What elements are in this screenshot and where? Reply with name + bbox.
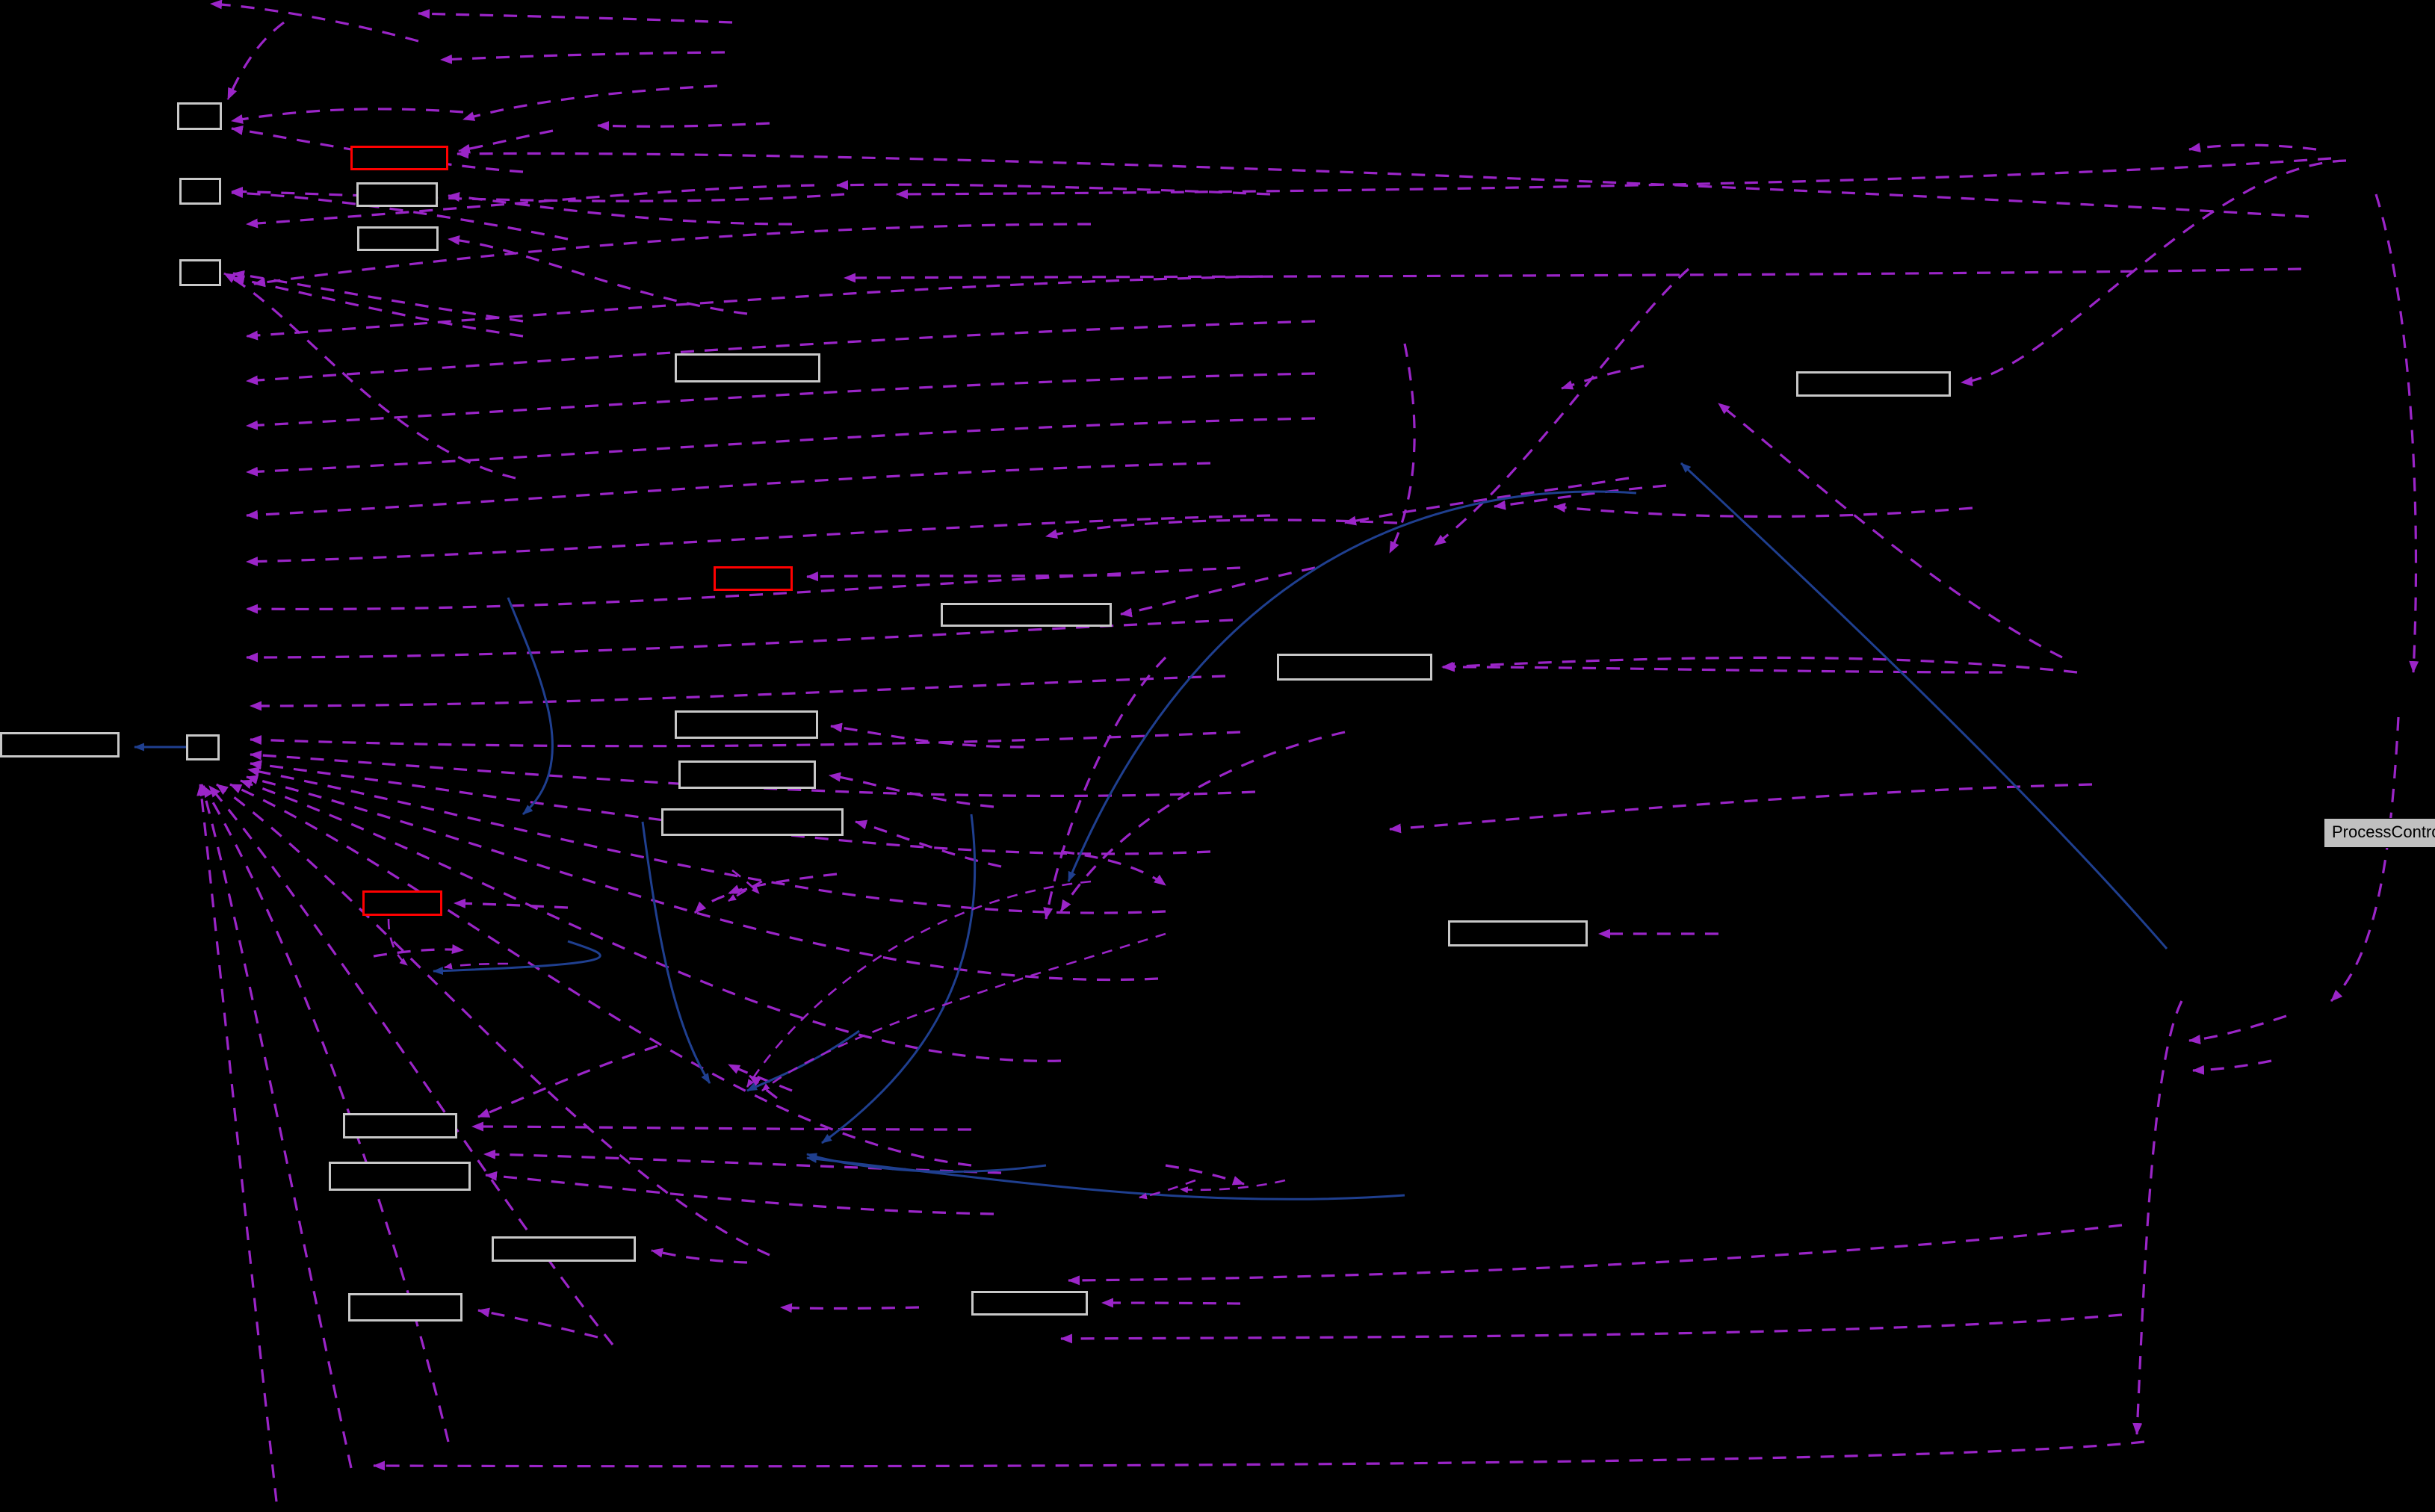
graph-node[interactable] (971, 1291, 1088, 1316)
graph-node-flagged[interactable] (714, 566, 793, 591)
graph-node[interactable] (329, 1162, 471, 1191)
graph-node[interactable] (179, 178, 221, 205)
graph-node[interactable] (343, 1113, 457, 1138)
graph-node-flagged[interactable] (362, 890, 442, 916)
edges-purple-thin (387, 869, 1286, 1200)
edges-blue-solid (134, 462, 2168, 1200)
graph-node[interactable] (1448, 920, 1588, 946)
graph-node-hub[interactable] (186, 734, 220, 760)
graph-node[interactable] (492, 1236, 636, 1262)
graph-node[interactable] (941, 603, 1112, 627)
graph-node[interactable] (1796, 371, 1951, 397)
graph-node-flagged[interactable] (350, 146, 448, 170)
graph-node[interactable] (675, 710, 818, 739)
graph-node[interactable] (661, 808, 844, 836)
graph-node[interactable] (357, 226, 439, 251)
edges-purple-dashed (197, 0, 2419, 1502)
graph-node[interactable] (348, 1293, 462, 1322)
graph-node[interactable] (356, 182, 438, 207)
graph-node[interactable] (675, 353, 820, 382)
graph-node[interactable] (177, 102, 222, 130)
node-tooltip-label: ProcessController (2324, 818, 2435, 848)
graph-node[interactable] (0, 732, 120, 757)
graph-node[interactable] (1277, 654, 1432, 681)
graph-node[interactable] (678, 760, 816, 789)
graph-node[interactable] (179, 259, 221, 286)
